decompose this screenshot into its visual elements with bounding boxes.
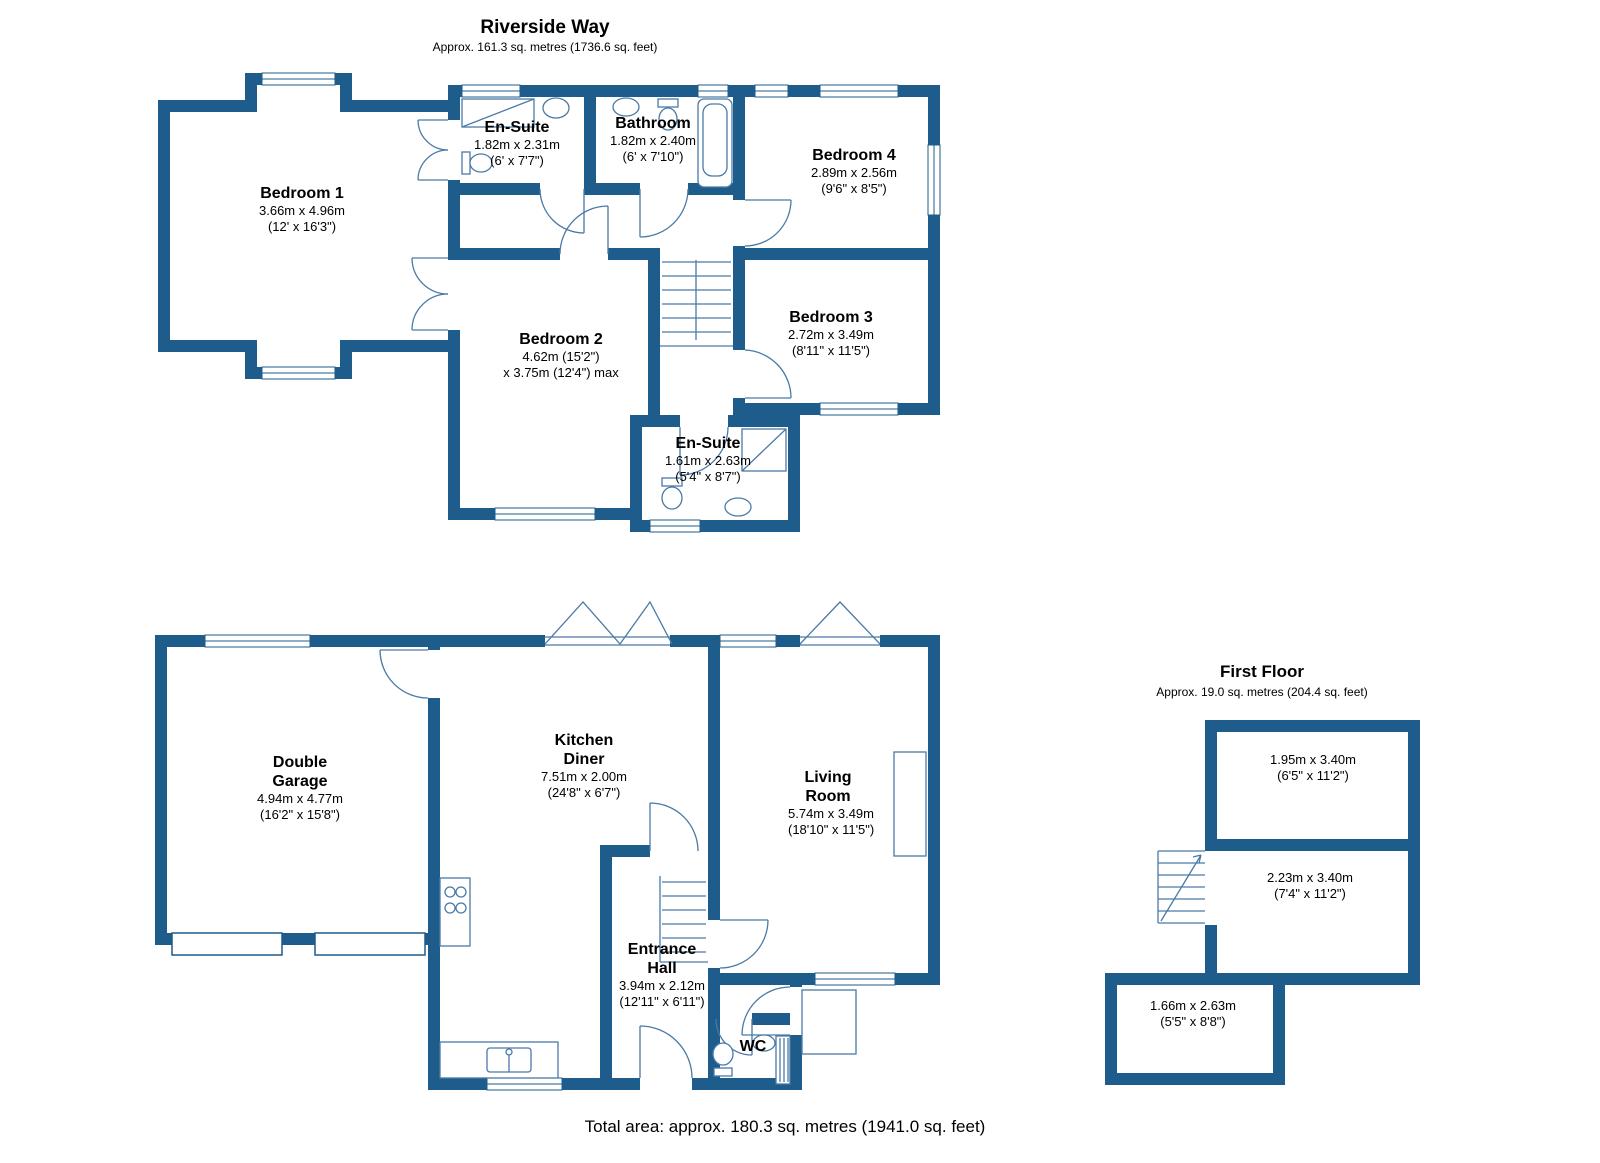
room-dim-imperial: (18'10" x 11'5") (788, 822, 875, 837)
room-label-wc: WC (723, 1037, 783, 1056)
doors (411, 119, 792, 476)
stairs (1157, 850, 1205, 924)
room-name: Kitchen Diner (554, 732, 614, 768)
stairs (660, 260, 733, 347)
ground-floor-plan (155, 600, 940, 1091)
room-dim-metric: 1.66m x 2.63m (1150, 998, 1236, 1013)
room-dim-metric: 3.66m x 4.96m (259, 203, 345, 218)
total-area-text: Total area: approx. 180.3 sq. metres (19… (584, 1117, 986, 1136)
room-dim-metric: 5.74m x 3.49m (788, 806, 874, 821)
room-dim-metric: 4.62m (15'2") (522, 349, 600, 364)
toilet (469, 153, 493, 173)
room-label-ensuite-top: En-Suite 1.82m x 2.31m (6' x 7'7") (442, 118, 592, 169)
first-floor-plan (1105, 720, 1420, 1085)
room-dim-metric: 7.51m x 2.00m (541, 769, 627, 784)
walls (155, 635, 940, 1090)
room-dim-metric: 4.94m x 4.77m (257, 791, 343, 806)
room-dim-imperial: (6'5" x 11'2") (1277, 768, 1349, 783)
room-dim-imperial: (12' x 16'3") (267, 219, 337, 234)
room-name: Bedroom 1 (260, 185, 344, 202)
sink (752, 1034, 776, 1052)
sink (542, 97, 570, 119)
glazed-gables (544, 600, 881, 646)
toilet (661, 486, 683, 510)
ensuite-top-fixtures (461, 97, 570, 175)
room-label-bedroom-3: Bedroom 3 2.72m x 3.49m (8'11" x 11'5") (746, 308, 916, 359)
room-dim-imperial: (6' x 7'10") (622, 149, 684, 164)
first-floor-title: First Floor (1219, 662, 1305, 681)
room-dim-metric: 3.94m x 2.12m (619, 978, 705, 993)
fireplace (893, 751, 927, 857)
room-label-ensuite-lower: En-Suite 1.61m x 2.63m (5'4" x 8'7") (628, 434, 788, 485)
room-label-double-garage: Double Garage 4.94m x 4.77m (16'2" x 15'… (250, 753, 350, 823)
room-dim-metric: 1.61m x 2.63m (665, 453, 751, 468)
wc-fixtures (712, 1034, 791, 1085)
windows (204, 634, 896, 1091)
toilet-cistern (713, 1067, 733, 1077)
room-label-first-floor-room-1: 1.95m x 3.40m (6'5" x 11'2") (1228, 752, 1398, 784)
garage-doors (171, 932, 426, 956)
kitchen-fixtures (439, 877, 559, 1079)
hob (439, 877, 471, 947)
upper-floor-plan (158, 72, 941, 533)
room-label-living-room: Living Room 5.74m x 3.49m (18'10" x 11'5… (788, 768, 875, 838)
first-floor-subtitle: Approx. 19.0 sq. metres (204.4 sq. feet) (1156, 685, 1368, 699)
room-dim-imperial: (12'11" x 6'11") (619, 994, 705, 1009)
room-dim-imperial: (24'8" x 6'7") (547, 785, 621, 800)
room-label-bathroom: Bathroom 1.82m x 2.40m (6' x 7'10") (578, 114, 728, 165)
porch (801, 989, 857, 1055)
room-dim-metric: 2.23m x 3.40m (1267, 870, 1353, 885)
room-name: Bedroom 2 (519, 331, 603, 348)
doors (379, 649, 791, 1079)
stairs (659, 876, 708, 963)
living-room-fixtures (893, 751, 927, 857)
room-dim-imperial: (6' x 7'7") (490, 153, 544, 168)
upper-plan-subtitle: Approx. 161.3 sq. metres (1736.6 sq. fee… (432, 40, 658, 54)
room-name: En-Suite (484, 119, 550, 136)
room-label-bedroom-1: Bedroom 1 3.66m x 4.96m (12' x 16'3") (217, 184, 387, 235)
room-dim-imperial: (7'4" x 11'2") (1274, 886, 1346, 901)
room-dim-imperial: x 3.75m (12'4") max (503, 365, 619, 380)
room-name: WC (739, 1038, 767, 1055)
room-dim-imperial: (16'2" x 15'8") (260, 807, 340, 822)
toilet-cistern (657, 98, 679, 108)
room-label-entrance-hall: Entrance Hall 3.94m x 2.12m (12'11" x 6'… (612, 940, 712, 1010)
room-dim-metric: 1.82m x 2.40m (610, 133, 696, 148)
room-label-first-floor-room-3: 1.66m x 2.63m (5'5" x 8'8") (1108, 998, 1278, 1030)
sink (612, 97, 640, 117)
room-name: Bathroom (615, 115, 691, 132)
room-dim-metric: 1.95m x 3.40m (1270, 752, 1356, 767)
room-dim-imperial: (9'6" x 8'5") (821, 181, 887, 196)
walls (1105, 720, 1420, 1085)
toilet (658, 107, 678, 131)
room-name: Double Garage (272, 754, 328, 790)
room-dim-metric: 2.89m x 2.56m (811, 165, 897, 180)
room-name: Living Room (804, 769, 852, 805)
toilet (712, 1042, 734, 1066)
room-label-kitchen-diner: Kitchen Diner 7.51m x 2.00m (24'8" x 6'7… (534, 731, 634, 801)
walls (158, 73, 940, 532)
room-name: Bedroom 3 (789, 309, 873, 326)
room-dim-imperial: (5'5" x 8'8") (1160, 1014, 1226, 1029)
room-dim-imperial: (5'4" x 8'7") (675, 469, 741, 484)
room-label-first-floor-room-2: 2.23m x 3.40m (7'4" x 11'2") (1225, 870, 1395, 902)
ensuite-lower-fixtures (661, 428, 787, 517)
room-label-bedroom-4: Bedroom 4 2.89m x 2.56m (9'6" x 8'5") (774, 146, 934, 197)
toilet-cistern (661, 477, 683, 487)
room-name: En-Suite (675, 435, 741, 452)
room-dim-metric: 2.72m x 3.49m (788, 327, 874, 342)
room-name: Entrance Hall (627, 941, 697, 977)
room-name: Bedroom 4 (812, 147, 896, 164)
bathroom-fixtures (612, 97, 733, 188)
room-dim-imperial: (8'11" x 11'5") (791, 343, 871, 358)
room-label-bedroom-2: Bedroom 2 4.62m (15'2") x 3.75m (12'4") … (461, 330, 661, 381)
sink (724, 497, 752, 517)
room-dim-metric: 1.82m x 2.31m (474, 137, 560, 152)
upper-plan-title: Riverside Way (480, 17, 610, 38)
windows (261, 72, 941, 533)
